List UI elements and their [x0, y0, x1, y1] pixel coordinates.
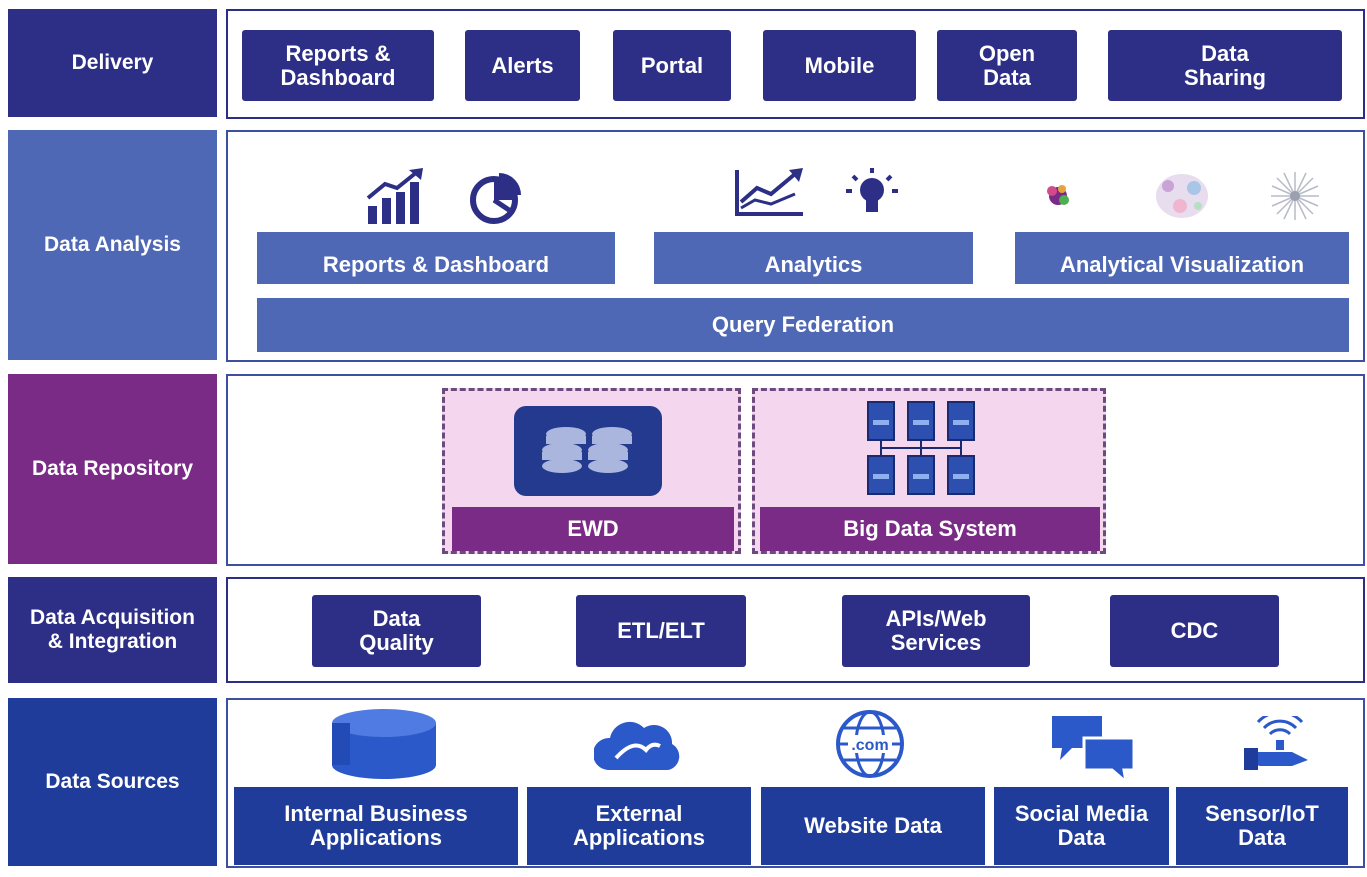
delivery-item-reports-dashboard: Reports & Dashboard	[242, 30, 434, 101]
analysis-group-reports-dashboard: Reports & Dashboard	[257, 232, 615, 284]
source-item-social-media-data: Social Media Data	[994, 787, 1169, 865]
query-federation-bar: Query Federation	[257, 298, 1349, 352]
starburst-visual-icon	[1264, 168, 1326, 224]
bar-chart-icon	[365, 168, 427, 226]
delivery-item-mobile: Mobile	[763, 30, 916, 101]
analysis-group-analytical-visualization: Analytical Visualization	[1015, 232, 1349, 284]
repository-item-ewd: EWD	[452, 507, 734, 551]
network-visual-icon	[1150, 168, 1214, 224]
source-item-internal-business-applications: Internal Business Applications	[234, 787, 518, 865]
layer-label-delivery: Delivery	[8, 9, 217, 117]
source-item-sensor-iot-data: Sensor/IoT Data	[1176, 787, 1348, 865]
sensor-hand-icon	[1240, 716, 1316, 776]
pie-chart-icon	[468, 170, 524, 226]
acquisition-item-apis-web-services: APIs/Web Services	[842, 595, 1030, 667]
analysis-group-analytics: Analytics	[654, 232, 973, 284]
layer-label-data-acquisition: Data Acquisition & Integration	[8, 577, 217, 683]
layer-label-data-repository: Data Repository	[8, 374, 217, 564]
globe-icon: .com	[834, 708, 906, 780]
acquisition-item-cdc: CDC	[1110, 595, 1279, 667]
delivery-item-data-sharing: Data Sharing	[1108, 30, 1342, 101]
delivery-item-alerts: Alerts	[465, 30, 580, 101]
database-icon	[514, 406, 662, 496]
cluster-visual-icon	[1040, 178, 1076, 214]
layer-label-data-analysis: Data Analysis	[8, 130, 217, 360]
delivery-item-portal: Portal	[613, 30, 731, 101]
source-item-external-applications: External Applications	[527, 787, 751, 865]
chat-icon	[1050, 712, 1136, 784]
cloud-icon	[594, 716, 680, 774]
lightbulb-icon	[843, 166, 901, 222]
acquisition-item-etl-elt: ETL/ELT	[576, 595, 746, 667]
layer-label-data-sources: Data Sources	[8, 698, 217, 866]
line-chart-icon	[733, 166, 805, 218]
globe-icon-label: .com	[851, 737, 888, 754]
cylinder-icon	[328, 707, 440, 783]
source-item-website-data: Website Data	[761, 787, 985, 865]
acquisition-item-data-quality: Data Quality	[312, 595, 481, 667]
delivery-item-open-data: Open Data	[937, 30, 1077, 101]
server-cluster-icon	[864, 400, 984, 496]
repository-item-big-data-system: Big Data System	[760, 507, 1100, 551]
